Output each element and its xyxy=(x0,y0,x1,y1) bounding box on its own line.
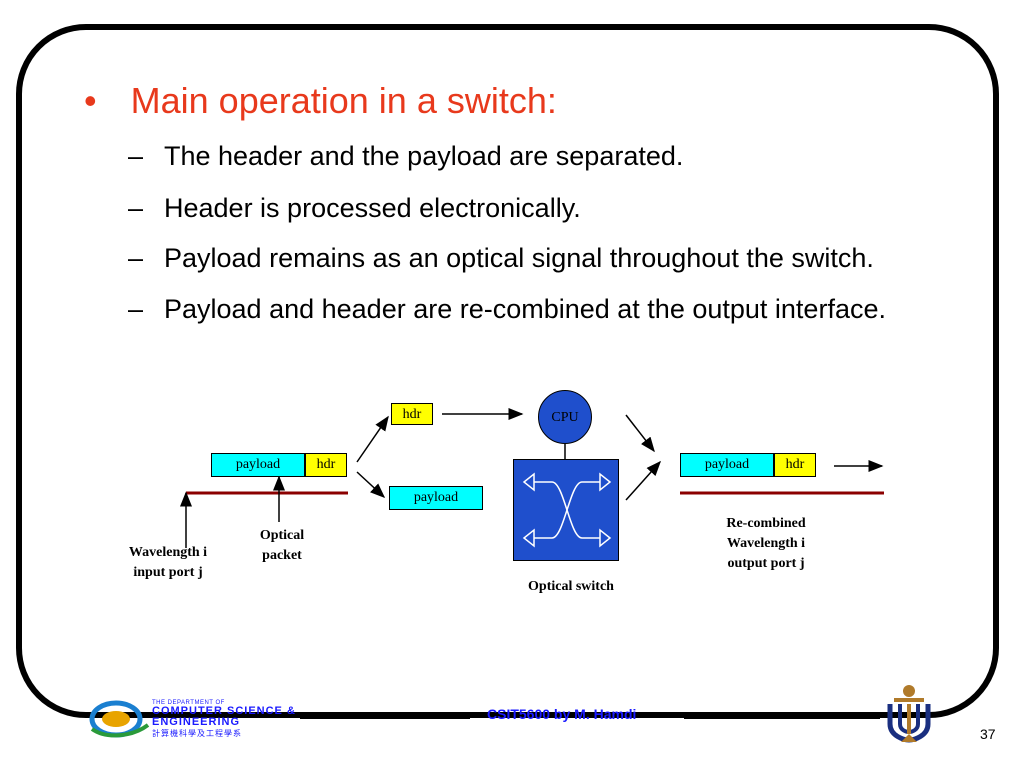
split-payload-box: payload xyxy=(389,486,483,510)
title-text: Main operation in a switch: xyxy=(130,80,557,121)
label-line: Re-combined xyxy=(726,516,806,531)
point-3: –Payload remains as an optical signal th… xyxy=(128,243,874,274)
cpu-node: CPU xyxy=(538,390,592,444)
slide-frame xyxy=(16,24,999,718)
footer-rule-left xyxy=(300,713,470,719)
label-line: Optical xyxy=(259,528,305,543)
point-dash: – xyxy=(128,193,144,223)
split-hdr-box: hdr xyxy=(391,403,433,425)
output-payload-box: payload xyxy=(680,453,774,477)
footer-rule-right xyxy=(684,713,880,719)
point-1: –The header and the payload are separate… xyxy=(128,141,683,172)
label-wavelength-input: Wavelength i input port j xyxy=(106,543,230,583)
label-optical-switch: Optical switch xyxy=(528,579,614,594)
optical-switch-box xyxy=(513,459,619,561)
label-line: output port j xyxy=(727,556,805,571)
point-dash: – xyxy=(128,243,144,273)
input-payload-box: payload xyxy=(211,453,305,477)
label-line: Wavelength i xyxy=(726,536,806,551)
page-number: 37 xyxy=(980,726,996,742)
label-line: Wavelength i xyxy=(128,545,208,560)
department-logo-icon xyxy=(89,700,150,738)
output-hdr-box: hdr xyxy=(774,453,816,477)
label-recombined-output: Re-combined Wavelength i output port j xyxy=(700,514,832,574)
dept-line-2: ENGINEERING xyxy=(152,716,241,728)
point-text: Header is processed electronically. xyxy=(164,193,581,223)
label-line: input port j xyxy=(133,565,203,580)
dept-chinese-name: 計算機科學及工程學系 xyxy=(152,729,242,738)
dept-small-text: THE DEPARTMENT OF xyxy=(152,700,225,706)
slide-title: • Main operation in a switch: xyxy=(84,80,557,122)
point-4: –Payload and header are re-combined at t… xyxy=(128,294,886,325)
label-line: packet xyxy=(262,548,302,563)
switch-cross-icon xyxy=(522,472,612,548)
point-text: Payload and header are re-combined at th… xyxy=(164,294,886,324)
point-2: –Header is processed electronically. xyxy=(128,193,581,224)
label-optical-packet: Optical packet xyxy=(240,526,324,566)
point-dash: – xyxy=(128,294,144,324)
title-bullet: • xyxy=(84,80,97,121)
point-text: The header and the payload are separated… xyxy=(164,141,684,171)
department-name: THE DEPARTMENT OF COMPUTER SCIENCE & ENG… xyxy=(152,700,296,739)
point-dash: – xyxy=(128,141,144,171)
dept-line-1: COMPUTER SCIENCE & xyxy=(152,705,296,717)
input-hdr-box: hdr xyxy=(305,453,347,477)
university-logo-icon xyxy=(887,685,931,743)
footer-course: CSIT5600 by M. Hamdi xyxy=(487,706,637,722)
point-text: Payload remains as an optical signal thr… xyxy=(164,243,874,273)
